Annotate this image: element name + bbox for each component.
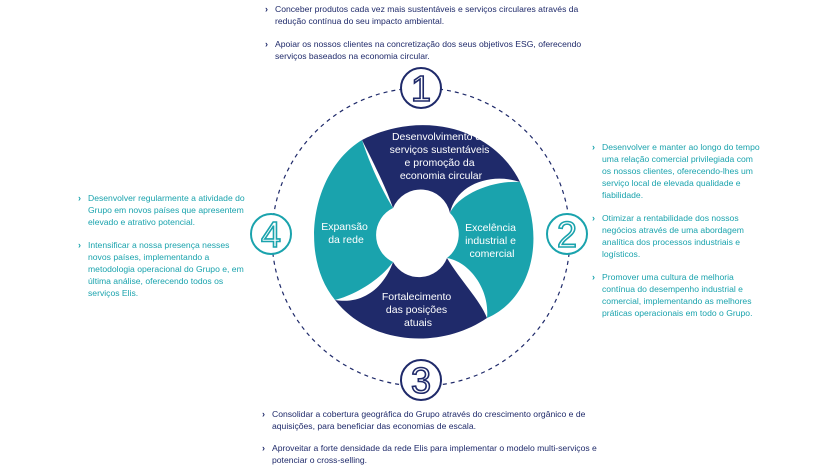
chevron-right-icon: › (592, 142, 595, 152)
segment-label-left: Expansão da rede (321, 221, 371, 246)
center-hole (391, 205, 451, 265)
objectives-block-1: ›Conceber produtos cada vez mais sustent… (265, 3, 610, 73)
number-badge-1: 1 (400, 67, 442, 110)
objectives-block-3: ›Consolidar a cobertura geográfica do Gr… (262, 408, 607, 476)
list-item: ›Otimizar a rentabilidade dos nossos neg… (592, 213, 744, 259)
chevron-right-icon: › (262, 409, 265, 419)
chevron-right-icon: › (592, 213, 595, 223)
svg-text:4: 4 (261, 214, 281, 255)
segment-label-right: Excelência industrial e comercial (465, 222, 519, 260)
objectives-block-4: ›Desenvolver regularmente a atividade do… (78, 192, 248, 310)
segment-top (362, 125, 520, 213)
list-item: ›Intensificar a nossa presença nesses no… (78, 240, 244, 298)
chevron-right-icon: › (265, 4, 268, 14)
number-badge-2: 2 (546, 213, 588, 256)
list-item: ›Aproveitar a forte densidade da rede El… (262, 443, 597, 465)
list-item: ›Promover uma cultura de melhoria contín… (592, 272, 753, 318)
segment-right (447, 181, 534, 318)
number-badge-4: 4 (250, 213, 292, 256)
list-item: ›Desenvolver regularmente a atividade do… (78, 193, 245, 227)
svg-text:1: 1 (411, 68, 431, 109)
chevron-right-icon: › (262, 443, 265, 453)
chevron-right-icon: › (78, 240, 81, 250)
segment-label-bottom: Fortalecimento das posições atuais (382, 291, 454, 329)
chevron-right-icon: › (592, 272, 595, 282)
objectives-block-2: ›Desenvolver e manter ao longo do tempo … (592, 141, 764, 330)
number-badge-3: 3 (400, 359, 442, 402)
list-item: ›Desenvolver e manter ao longo do tempo … (592, 142, 760, 200)
chevron-right-icon: › (78, 193, 81, 203)
segment-label-top: Desenvolvimento de serviços sustentáveis… (390, 131, 493, 182)
segment-left (314, 140, 393, 300)
svg-text:2: 2 (557, 214, 577, 255)
list-item: ›Consolidar a cobertura geográfica do Gr… (262, 409, 586, 431)
list-item: ›Apoiar os nossos clientes na concretiza… (265, 39, 582, 61)
list-item: ›Conceber produtos cada vez mais sustent… (265, 4, 579, 26)
chevron-right-icon: › (265, 39, 268, 49)
svg-text:3: 3 (411, 360, 431, 401)
segment-bottom (335, 258, 487, 339)
